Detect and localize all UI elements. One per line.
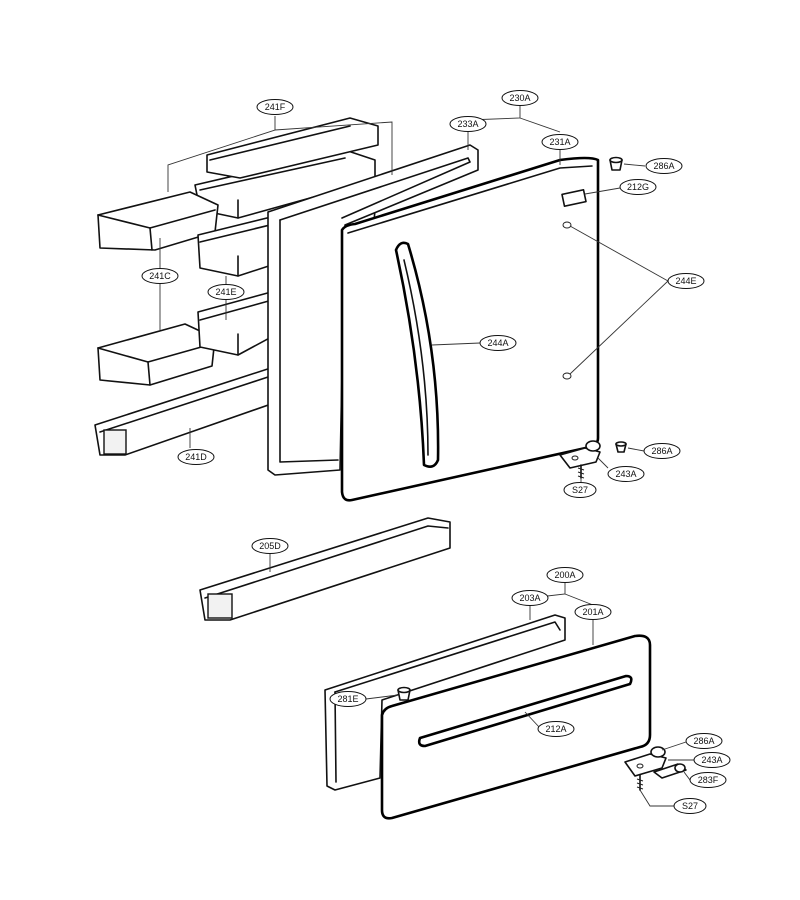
svg-text:244A: 244A bbox=[487, 338, 508, 348]
screw-s27-mid bbox=[577, 464, 585, 479]
svg-text:281E: 281E bbox=[337, 694, 358, 704]
svg-text:241D: 241D bbox=[185, 452, 207, 462]
svg-text:286A: 286A bbox=[653, 161, 674, 171]
svg-text:286A: 286A bbox=[693, 736, 714, 746]
callout-281e: 281E bbox=[329, 691, 367, 707]
svg-text:230A: 230A bbox=[509, 93, 530, 103]
callout-243a-mid: 243A bbox=[607, 466, 645, 482]
svg-text:205D: 205D bbox=[259, 541, 281, 551]
callout-286a-bottom: 286A bbox=[685, 733, 723, 749]
callout-205d: 205D bbox=[251, 538, 289, 554]
svg-text:243A: 243A bbox=[615, 469, 636, 479]
svg-text:212A: 212A bbox=[545, 724, 566, 734]
callout-230a: 230A bbox=[501, 90, 539, 106]
callout-244e: 244E bbox=[667, 273, 705, 289]
shelf-bin-241f-rear bbox=[206, 117, 379, 179]
drawer-handle-212a bbox=[417, 674, 633, 748]
callout-286a-mid: 286A bbox=[643, 443, 681, 459]
door-gasket-233a bbox=[267, 144, 479, 476]
callout-241f: 241F bbox=[256, 99, 294, 115]
svg-text:200A: 200A bbox=[554, 570, 575, 580]
callout-286a-top: 286A bbox=[645, 158, 683, 174]
shelf-bin-241c-lower bbox=[97, 323, 216, 386]
svg-text:233A: 233A bbox=[457, 119, 478, 129]
screw-hole-244e-upper bbox=[562, 221, 572, 229]
svg-text:241C: 241C bbox=[149, 271, 171, 281]
svg-text:244E: 244E bbox=[675, 276, 696, 286]
callout-212a: 212A bbox=[537, 721, 575, 737]
callout-200a: 200A bbox=[546, 567, 584, 583]
callout-203a: 203A bbox=[511, 590, 549, 606]
drawer-front-201a bbox=[380, 634, 652, 820]
svg-text:243A: 243A bbox=[701, 755, 722, 765]
badge-212g bbox=[561, 189, 587, 207]
hinge-243a-bottom bbox=[624, 746, 667, 777]
door-handle-244a bbox=[394, 241, 440, 468]
hinge-243a-mid bbox=[559, 440, 601, 469]
svg-text:203A: 203A bbox=[519, 593, 540, 603]
cap-281e bbox=[397, 686, 411, 701]
door-bin-205d bbox=[199, 517, 451, 621]
svg-text:S27: S27 bbox=[682, 801, 698, 811]
callout-231a: 231A bbox=[541, 134, 579, 150]
svg-text:283F: 283F bbox=[698, 775, 719, 785]
callout-212g: 212G bbox=[619, 179, 657, 195]
drawer-gasket-203a bbox=[324, 614, 566, 791]
cap-286a-mid bbox=[615, 441, 627, 453]
callout-243a-bottom: 243A bbox=[693, 752, 731, 768]
cap-286a-top bbox=[609, 156, 623, 171]
svg-text:241E: 241E bbox=[215, 287, 236, 297]
callout-241d: 241D bbox=[177, 449, 215, 465]
svg-text:286A: 286A bbox=[651, 446, 672, 456]
svg-text:241F: 241F bbox=[265, 102, 286, 112]
callout-s27-mid: S27 bbox=[563, 482, 597, 498]
bracket-283f bbox=[653, 763, 687, 779]
svg-text:231A: 231A bbox=[549, 137, 570, 147]
svg-text:212G: 212G bbox=[627, 182, 649, 192]
callout-s27-bottom: S27 bbox=[673, 798, 707, 814]
callout-241c: 241C bbox=[141, 268, 179, 284]
leader-lines bbox=[159, 106, 694, 807]
callout-233a: 233A bbox=[449, 116, 487, 132]
svg-text:S27: S27 bbox=[572, 485, 588, 495]
callout-241e: 241E bbox=[207, 284, 245, 300]
callout-244a: 244A bbox=[479, 335, 517, 351]
svg-text:201A: 201A bbox=[582, 607, 603, 617]
screw-hole-244e-lower bbox=[562, 372, 572, 380]
screw-s27-bottom bbox=[636, 774, 644, 791]
callout-201a: 201A bbox=[574, 604, 612, 620]
callout-283f: 283F bbox=[689, 772, 727, 788]
